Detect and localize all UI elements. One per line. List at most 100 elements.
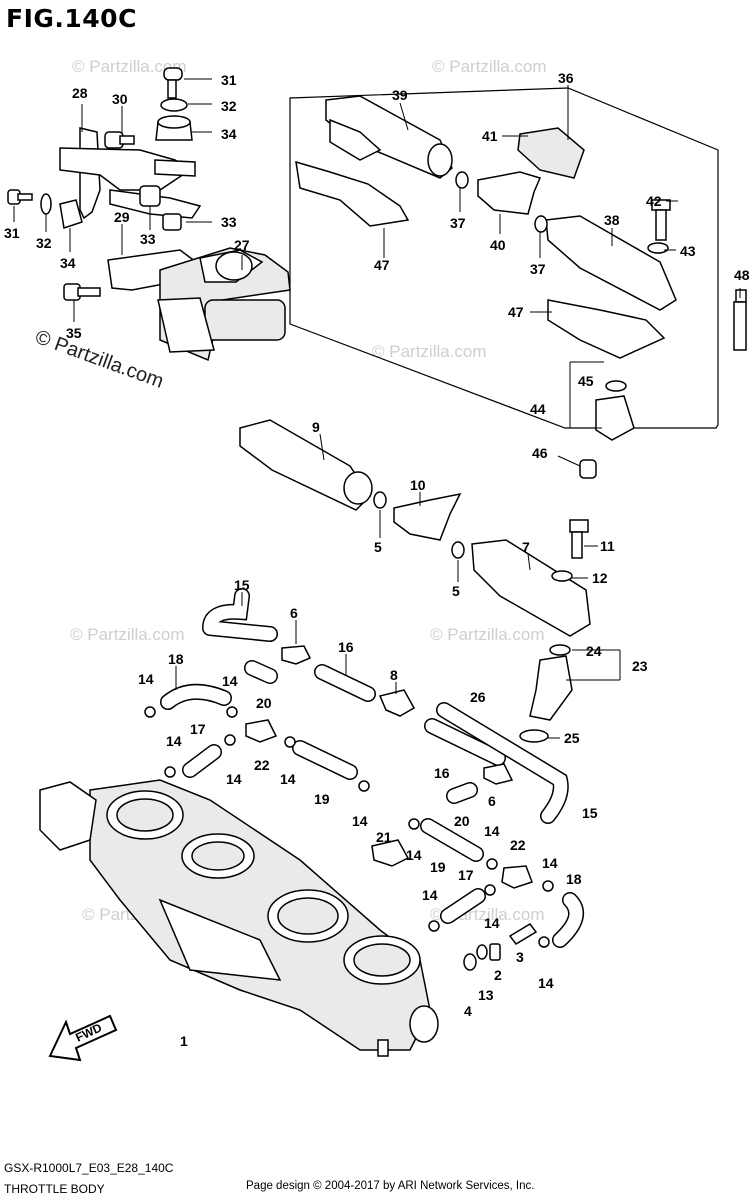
throttle-actuator xyxy=(157,247,291,362)
fwd-arrow: FWD xyxy=(48,1014,118,1062)
svg-text:14: 14 xyxy=(352,813,368,829)
svg-text:14: 14 xyxy=(422,887,438,903)
svg-text:42: 42 xyxy=(646,193,662,209)
svg-text:14: 14 xyxy=(542,855,558,871)
svg-text:7: 7 xyxy=(522,539,530,555)
svg-text:19: 19 xyxy=(314,791,330,807)
svg-text:48: 48 xyxy=(734,267,750,283)
injector-23 xyxy=(519,644,573,743)
svg-text:47: 47 xyxy=(508,304,524,320)
svg-text:19: 19 xyxy=(430,859,446,875)
svg-text:10: 10 xyxy=(410,477,426,493)
fuel-rail-upper-39 xyxy=(325,95,453,179)
svg-text:1: 1 xyxy=(180,1033,188,1049)
svg-text:36: 36 xyxy=(558,70,574,86)
joint-10 xyxy=(393,492,462,541)
svg-text:33: 33 xyxy=(221,214,237,230)
clamp-41 xyxy=(517,127,585,179)
svg-text:21: 21 xyxy=(376,829,392,845)
svg-text:45: 45 xyxy=(578,373,594,389)
figure-title: FIG.140C xyxy=(6,4,137,33)
fuel-rail-9 xyxy=(239,419,387,511)
svg-text:41: 41 xyxy=(482,128,498,144)
fuel-rail-38 xyxy=(534,215,677,311)
svg-text:30: 30 xyxy=(112,91,128,107)
svg-text:34: 34 xyxy=(221,126,237,142)
svg-text:33: 33 xyxy=(140,231,156,247)
svg-text:11: 11 xyxy=(600,538,615,554)
svg-text:43: 43 xyxy=(680,243,696,259)
svg-text:14: 14 xyxy=(406,847,422,863)
svg-text:22: 22 xyxy=(254,757,270,773)
adjust-screw-set xyxy=(463,923,538,971)
fittings xyxy=(144,645,554,948)
svg-text:6: 6 xyxy=(488,793,496,809)
svg-text:14: 14 xyxy=(484,915,500,931)
injector-44 xyxy=(579,380,635,479)
svg-text:12: 12 xyxy=(592,570,608,586)
svg-text:28: 28 xyxy=(72,85,88,101)
svg-text:29: 29 xyxy=(114,209,130,225)
svg-text:8: 8 xyxy=(390,667,398,683)
svg-text:25: 25 xyxy=(564,730,580,746)
model-code: GSX-R1000L7_E03_E28_140C xyxy=(4,1161,174,1175)
svg-text:5: 5 xyxy=(452,583,460,599)
svg-text:40: 40 xyxy=(490,237,506,253)
svg-text:16: 16 xyxy=(338,639,354,655)
joint-40 xyxy=(455,171,542,215)
svg-text:14: 14 xyxy=(226,771,242,787)
throttle-body xyxy=(39,779,439,1057)
svg-text:22: 22 xyxy=(510,837,526,853)
svg-text:34: 34 xyxy=(60,255,76,271)
hoses xyxy=(160,588,585,948)
svg-text:32: 32 xyxy=(36,235,52,251)
svg-text:44: 44 xyxy=(530,401,546,417)
svg-text:39: 39 xyxy=(392,87,408,103)
svg-text:27: 27 xyxy=(234,237,250,253)
svg-text:17: 17 xyxy=(458,867,474,883)
svg-text:5: 5 xyxy=(374,539,382,555)
fuel-rail-7 xyxy=(451,539,591,637)
svg-text:© Partzilla.com: © Partzilla.com xyxy=(432,57,547,76)
section-name: THROTTLE BODY xyxy=(4,1182,105,1196)
svg-text:3: 3 xyxy=(516,949,524,965)
svg-text:18: 18 xyxy=(168,651,184,667)
bolt-11-washer-12 xyxy=(551,519,589,582)
svg-text:4: 4 xyxy=(464,1003,472,1019)
svg-text:14: 14 xyxy=(138,671,154,687)
svg-text:20: 20 xyxy=(454,813,470,829)
svg-text:© Partzilla.com: © Partzilla.com xyxy=(72,57,187,76)
bolt-42 xyxy=(647,199,671,254)
svg-text:14: 14 xyxy=(538,975,554,991)
svg-text:13: 13 xyxy=(478,987,494,1003)
leader-lines xyxy=(13,78,741,739)
svg-text:14: 14 xyxy=(280,771,296,787)
svg-text:18: 18 xyxy=(566,871,582,887)
svg-text:2: 2 xyxy=(494,967,502,983)
svg-text:31: 31 xyxy=(4,225,20,241)
svg-text:© Partzilla.com: © Partzilla.com xyxy=(70,625,185,644)
svg-text:47: 47 xyxy=(374,257,390,273)
svg-text:32: 32 xyxy=(221,98,237,114)
svg-text:23: 23 xyxy=(632,658,648,674)
svg-text:16: 16 xyxy=(434,765,450,781)
main-watermark: © Partzilla.com xyxy=(32,326,166,393)
callout-labels: 31 32 34 28 30 31 32 34 33 29 33 27 35 3… xyxy=(4,70,750,1049)
svg-text:24: 24 xyxy=(586,643,602,659)
svg-text:15: 15 xyxy=(582,805,598,821)
injector-cover-47-upper xyxy=(295,160,410,227)
svg-text:© Partzilla.com: © Partzilla.com xyxy=(430,625,545,644)
svg-text:26: 26 xyxy=(470,689,486,705)
svg-text:46: 46 xyxy=(532,445,548,461)
bolt-48 xyxy=(733,289,747,351)
bracket-assembly xyxy=(7,67,202,301)
svg-text:14: 14 xyxy=(222,673,238,689)
svg-text:20: 20 xyxy=(256,695,272,711)
svg-text:37: 37 xyxy=(450,215,466,231)
svg-text:17: 17 xyxy=(190,721,206,737)
svg-text:31: 31 xyxy=(221,72,237,88)
injector-kit-box xyxy=(289,87,719,429)
svg-text:35: 35 xyxy=(66,325,82,341)
injector-cover-47-lower xyxy=(547,299,666,359)
